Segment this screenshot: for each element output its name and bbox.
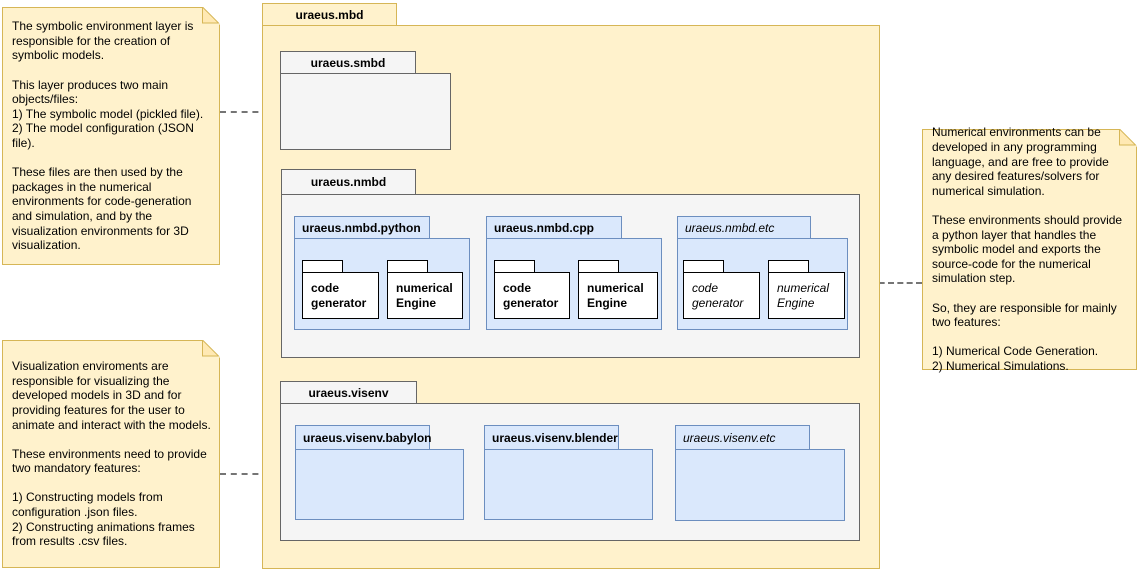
folder-label: numerical Engine xyxy=(396,280,453,310)
folder-python-numerical-engine: numerical Engine xyxy=(387,272,463,319)
folder-cpp-code-generator: code generator xyxy=(494,272,570,319)
package-smbd-body xyxy=(280,73,451,150)
package-visenv-blender-label: uraeus.visenv.blender xyxy=(492,430,618,445)
folder-label: code generator xyxy=(692,280,744,310)
package-visenv-babylon-label: uraeus.visenv.babylon xyxy=(303,430,432,445)
package-smbd-tab: uraeus.smbd xyxy=(280,51,416,74)
note-symbolic-environment: The symbolic environment layer is respon… xyxy=(2,7,220,265)
folder-etc-code-generator: code generator xyxy=(683,272,760,319)
note-fold-corner-icon xyxy=(202,7,220,25)
note-numerical-environments: Numerical environments can be developed … xyxy=(922,125,1137,373)
folder-label: numerical Engine xyxy=(587,280,644,310)
note-visualization-environments: Visualization enviroments are responsibl… xyxy=(2,340,220,568)
folder-label: code generator xyxy=(311,280,367,310)
package-nmbd-cpp-tab: uraeus.nmbd.cpp xyxy=(486,216,622,239)
folder-cpp-numerical-engine: numerical Engine xyxy=(578,272,658,319)
package-visenv-etc-body xyxy=(675,449,845,521)
package-nmbd-python-label: uraeus.nmbd.python xyxy=(302,220,421,235)
connector-note-symbolic-to-smbd xyxy=(220,111,280,113)
folder-python-code-generator: code generator xyxy=(302,272,379,319)
folder-label: code generator xyxy=(503,280,559,310)
connector-note-visualization-to-visenv xyxy=(220,473,280,475)
connector-nmbd-to-note-numerical xyxy=(860,282,922,284)
package-nmbd-cpp-label: uraeus.nmbd.cpp xyxy=(494,220,595,235)
package-visenv-tab: uraeus.visenv xyxy=(280,381,417,404)
package-nmbd-etc-label: uraeus.nmbd.etc xyxy=(685,220,775,235)
package-visenv-etc-label: uraeus.visenv.etc xyxy=(683,430,776,445)
package-nmbd-python-tab: uraeus.nmbd.python xyxy=(294,216,430,239)
package-nmbd-etc-tab: uraeus.nmbd.etc xyxy=(677,216,811,239)
folder-label: numerical Engine xyxy=(777,280,830,310)
package-visenv-babylon-tab: uraeus.visenv.babylon xyxy=(295,425,432,450)
note-text: The symbolic environment layer is respon… xyxy=(12,19,204,253)
folder-etc-numerical-engine: numerical Engine xyxy=(768,272,845,319)
package-visenv-etc-tab: uraeus.visenv.etc xyxy=(675,425,810,450)
package-visenv-blender-tab: uraeus.visenv.blender xyxy=(484,425,619,450)
package-visenv-babylon-body xyxy=(295,449,464,520)
package-mbd-tab: uraeus.mbd xyxy=(262,3,397,26)
package-smbd-label: uraeus.smbd xyxy=(310,55,386,70)
note-text: Numerical environments can be developed … xyxy=(932,125,1123,373)
package-visenv-label: uraeus.visenv xyxy=(308,385,389,400)
package-nmbd-label: uraeus.nmbd xyxy=(310,175,387,189)
note-fold-corner-icon xyxy=(202,340,220,358)
package-visenv-blender-body xyxy=(484,449,653,520)
note-text: Visualization enviroments are responsibl… xyxy=(12,359,211,549)
note-fold-corner-icon xyxy=(1119,129,1137,147)
package-nmbd-tab: uraeus.nmbd xyxy=(281,169,416,195)
package-mbd-label: uraeus.mbd xyxy=(295,7,364,22)
